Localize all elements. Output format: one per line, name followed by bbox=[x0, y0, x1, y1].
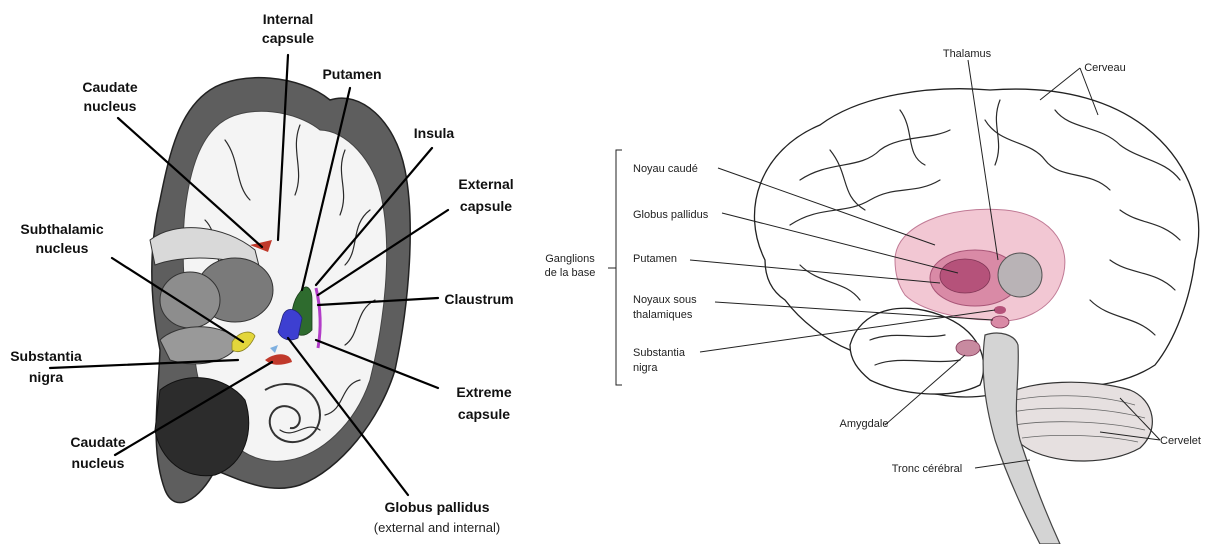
label-subthalamic-2: nucleus bbox=[36, 240, 89, 256]
amygdala-shape bbox=[956, 340, 980, 356]
substantia-shape-fr bbox=[994, 306, 1006, 314]
label-caudate-top: Caudate bbox=[82, 79, 137, 95]
label-thalamus: Thalamus bbox=[943, 48, 992, 60]
label-substantia-nigra: Substantia bbox=[10, 348, 82, 364]
label-noyau-caude: Noyau caudé bbox=[633, 163, 698, 175]
label-claustrum: Claustrum bbox=[444, 291, 513, 307]
label-putamen-fr: Putamen bbox=[633, 253, 677, 265]
subthalamic-shape-fr bbox=[991, 316, 1009, 328]
label-globus-pallidus-fr: Globus pallidus bbox=[633, 209, 709, 221]
label-substantia-fr-2: nigra bbox=[633, 362, 658, 374]
label-putamen: Putamen bbox=[322, 66, 381, 82]
label-substantia-nigra-2: nigra bbox=[29, 369, 63, 385]
label-extreme-capsule-2: capsule bbox=[458, 406, 510, 422]
label-external-capsule: External bbox=[458, 176, 513, 192]
label-ganglions-2: de la base bbox=[545, 267, 596, 279]
label-cerveau: Cerveau bbox=[1084, 62, 1126, 74]
label-noyaux-sous: Noyaux sous bbox=[633, 294, 697, 306]
thalamus-shape-fr bbox=[998, 253, 1042, 297]
label-amygdale: Amygdale bbox=[840, 418, 889, 430]
label-noyaux-sous-2: thalamiques bbox=[633, 309, 693, 321]
label-substantia-fr: Substantia bbox=[633, 347, 686, 359]
label-insula: Insula bbox=[414, 125, 455, 141]
label-globus-pallidus: Globus pallidus bbox=[384, 499, 489, 515]
label-internal-capsule: Internal bbox=[263, 11, 314, 27]
label-external-capsule-2: capsule bbox=[460, 198, 512, 214]
label-caudate-top-2: nucleus bbox=[84, 98, 137, 114]
coronal-section bbox=[150, 78, 410, 503]
label-cervelet: Cervelet bbox=[1160, 435, 1201, 447]
label-globus-pallidus-sub: (external and internal) bbox=[374, 520, 500, 535]
label-ganglions: Ganglions bbox=[545, 253, 595, 265]
label-caudate-bottom-2: nucleus bbox=[72, 455, 125, 471]
globus-shape-fr bbox=[940, 259, 990, 293]
label-caudate-bottom: Caudate bbox=[70, 434, 125, 450]
label-internal-capsule-2: capsule bbox=[262, 30, 314, 46]
label-extreme-capsule: Extreme bbox=[456, 384, 511, 400]
label-tronc: Tronc cérébral bbox=[892, 463, 963, 475]
label-subthalamic: Subthalamic bbox=[20, 221, 103, 237]
sagittal-brain bbox=[754, 89, 1198, 544]
